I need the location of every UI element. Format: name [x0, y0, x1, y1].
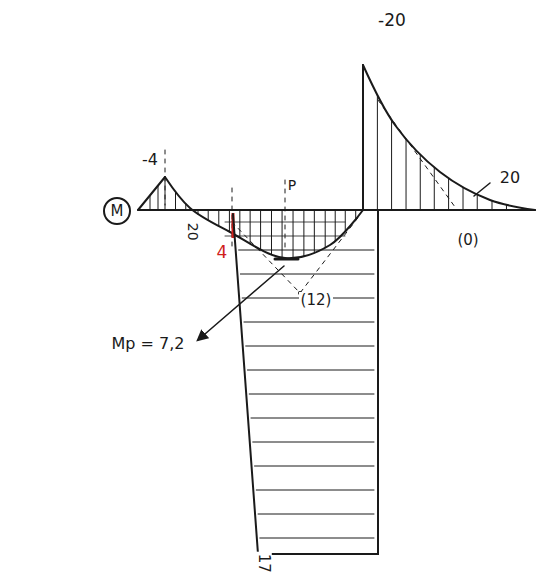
- value-label: 20: [498, 169, 522, 187]
- hatch-line: [293, 210, 294, 258]
- hatch-line: [251, 418, 374, 419]
- hatch-line: [335, 210, 336, 241]
- leader-line: [474, 183, 490, 196]
- hatch-line: [420, 155, 421, 210]
- moment-curve: [165, 177, 363, 258]
- value-label: 20: [184, 221, 199, 243]
- value-label: (0): [455, 232, 480, 249]
- hatch-line: [185, 204, 186, 210]
- circled-symbol: M: [103, 197, 131, 225]
- hatch-line: [239, 250, 374, 251]
- max-mark: [275, 258, 298, 261]
- dashed-guide: [378, 100, 455, 207]
- moment-label: Mp = 7,2: [110, 335, 187, 353]
- moment-line: [138, 177, 165, 210]
- value-label: 4: [215, 243, 230, 262]
- value-label: 17: [256, 551, 273, 574]
- hatch-line: [363, 65, 364, 210]
- hatch-line: [406, 139, 407, 210]
- hatch-line: [271, 210, 272, 255]
- hatch-line: [249, 394, 374, 395]
- hatch-line: [256, 490, 374, 491]
- dashed-guide: [232, 215, 360, 293]
- hatch-line: [244, 322, 374, 323]
- hatch-line: [218, 210, 219, 226]
- hatch-line: [246, 346, 374, 347]
- value-label: (12): [299, 292, 334, 309]
- hatch-line: [448, 178, 449, 210]
- hatch-line: [258, 514, 374, 515]
- hatch-line: [158, 186, 159, 210]
- load-label: P: [286, 178, 298, 193]
- hatch-line: [303, 210, 304, 256]
- hatch-line: [240, 274, 374, 275]
- hatch-line: [492, 201, 493, 210]
- symbol-letter: M: [111, 202, 124, 220]
- hatch-line: [314, 210, 315, 253]
- hatch-line: [355, 210, 356, 219]
- hatch-line: [198, 210, 199, 214]
- hatch-line: [229, 210, 230, 232]
- value-label: -4: [140, 151, 160, 169]
- value-label: -20: [376, 11, 408, 30]
- hatch-line: [463, 187, 464, 210]
- hatch-line: [175, 192, 176, 210]
- hatch-line: [325, 210, 326, 248]
- moment-curve: [363, 65, 535, 210]
- hatch-line: [253, 442, 374, 443]
- hatch-line: [434, 167, 435, 210]
- hatch-line: [345, 210, 346, 231]
- hatch-line: [255, 466, 374, 467]
- hatch-line: [377, 95, 378, 210]
- hatch-line: [260, 538, 374, 539]
- hatch-line: [239, 210, 240, 238]
- dashed-guide: [232, 188, 233, 250]
- hatch-line: [225, 222, 345, 223]
- hatch-line: [247, 370, 374, 371]
- hatch-line: [250, 210, 251, 244]
- hatch-line: [208, 210, 209, 220]
- dashed-guide: [165, 150, 166, 205]
- hatch-line: [477, 195, 478, 210]
- hatch-line: [506, 205, 507, 210]
- hatch-line: [260, 210, 261, 250]
- hatch-line: [150, 195, 151, 210]
- hatch-line: [391, 120, 392, 210]
- moment-jump: [362, 65, 364, 210]
- force-diagram: [233, 210, 378, 554]
